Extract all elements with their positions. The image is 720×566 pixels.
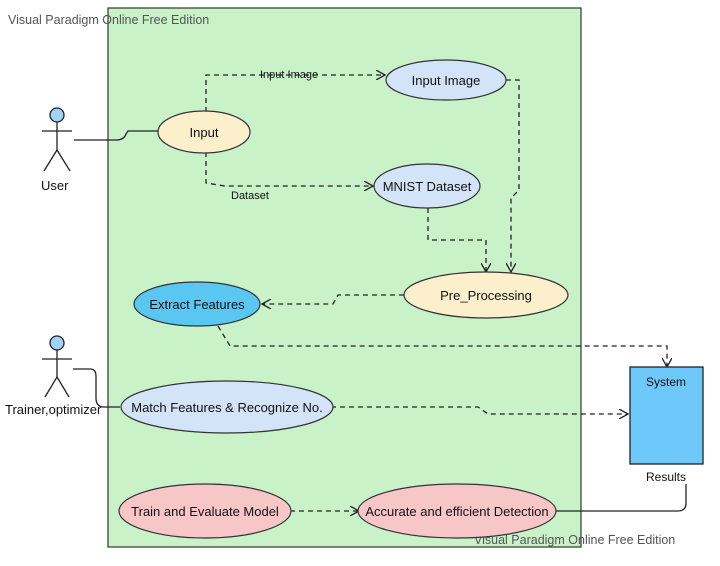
trainer-match-link [73,368,120,408]
actor-user-head [49,107,65,123]
use-case-train-evaluate-label: Train and Evaluate Model [131,504,279,519]
use-case-match-features [120,380,334,434]
actor-user-label: User [41,178,69,193]
use-case-input-label: Input [190,125,219,140]
use-case-mnist-dataset-label: MNIST Dataset [383,179,472,194]
use-case-match-features-label: Match Features & Recognize No. [131,400,322,415]
use-case-accurate-detection [357,483,557,539]
use-case-pre-processing-label: Pre_Processing [440,288,532,303]
user-input-link [74,130,158,141]
use-case-mnist-dataset [373,163,481,209]
edge-extract-to-system [217,325,667,367]
watermark-top: Visual Paradigm Online Free Edition [8,13,209,27]
use-case-extract-features [133,281,261,327]
system-title: System [646,375,686,389]
edge-match-to-system [331,406,628,414]
accurate-results-link [556,484,687,512]
edge-input-to-input-image [205,75,385,112]
use-case-input-image [385,59,507,101]
edge-label-dataset: Dataset [231,190,269,202]
use-case-extract-features-label: Extract Features [149,297,245,312]
watermark-bottom: Visual Paradigm Online Free Edition [474,533,675,547]
system-box [629,366,704,465]
actor-trainer-label: Trainer,optimizer [5,402,102,417]
edge-input-to-mnist [205,152,373,186]
edge-preprocessing-to-extract [262,294,404,304]
use-case-train-evaluate [118,483,292,539]
use-case-pre-processing [403,271,569,319]
actor-trainer [42,335,72,398]
actor-trainer-head [49,335,65,351]
actor-user [42,107,72,172]
edge-label-input-image: Input Image [260,69,318,81]
use-case-input [157,110,251,154]
system-results-label: Results [646,470,686,484]
use-case-input-image-label: Input Image [412,73,481,88]
use-case-accurate-detection-label: Accurate and efficient Detection [365,504,548,519]
